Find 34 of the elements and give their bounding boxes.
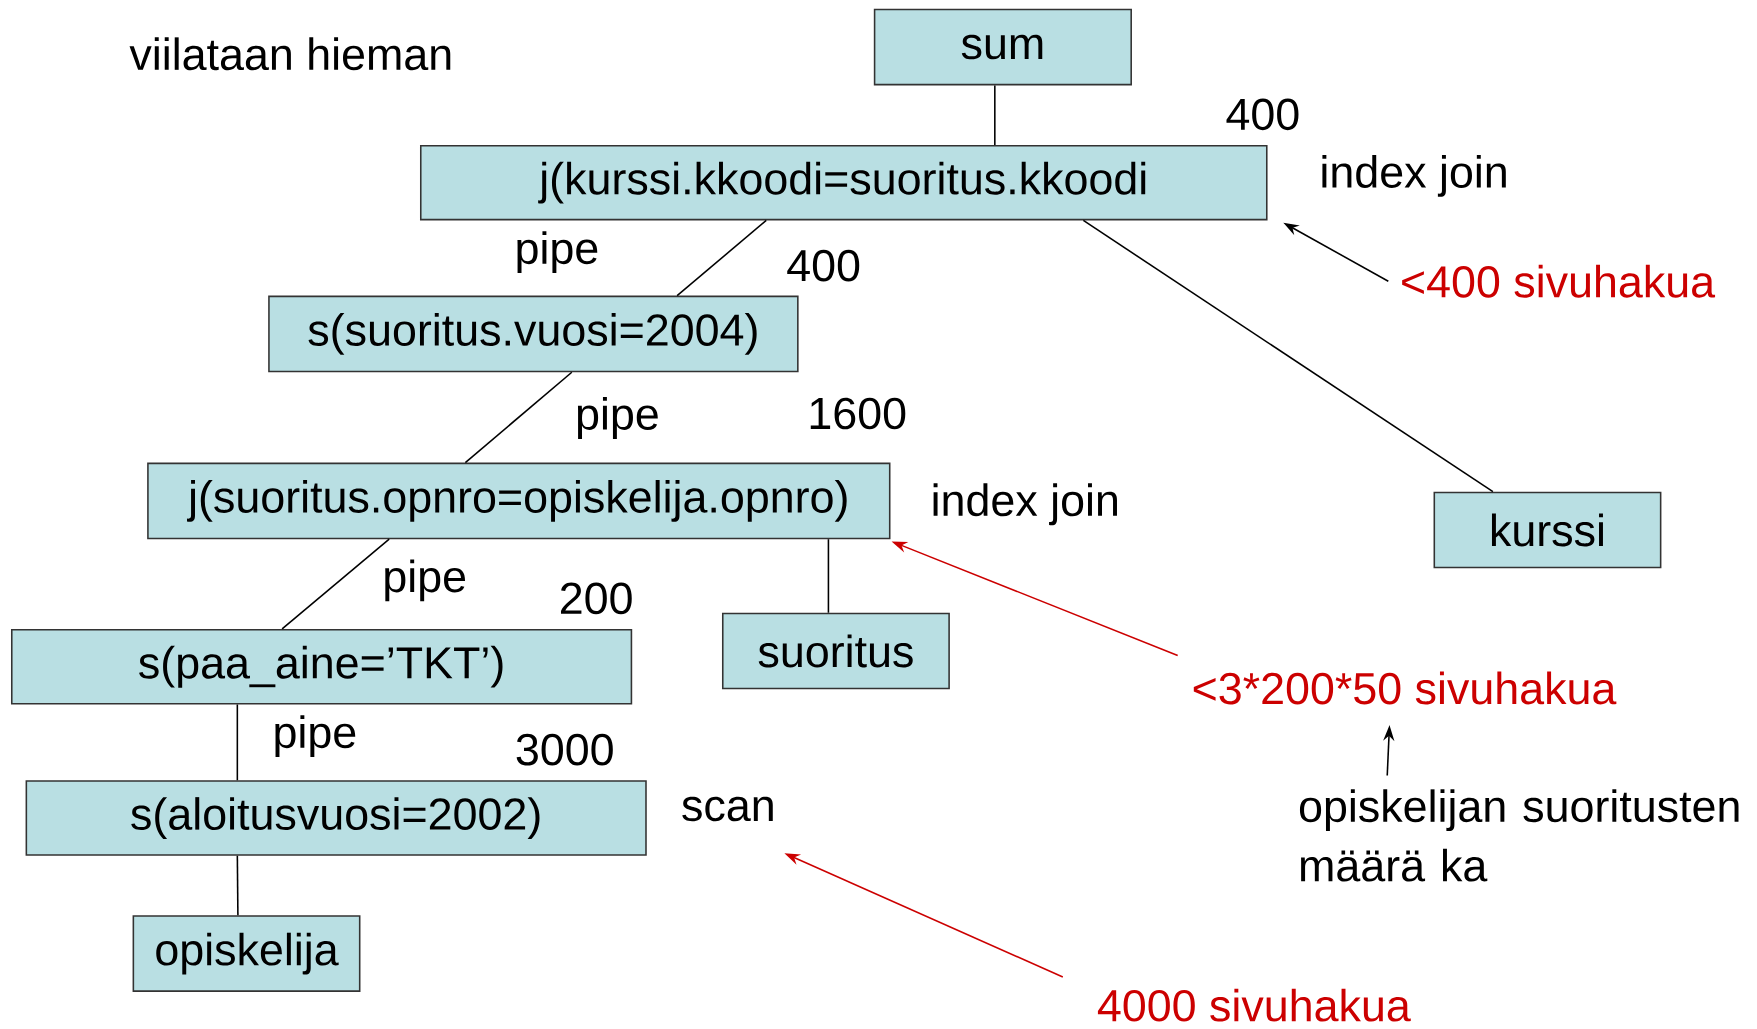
annotation-text: 200 [561, 582, 632, 615]
operator-box: opiskelija [132, 915, 361, 993]
annotation-text: 400 [787, 249, 860, 282]
annotation-text: index join [1322, 155, 1506, 197]
note-text: <400 sivuhakua [1402, 265, 1716, 298]
note-text: <3*200*50 sivuhakua [1193, 671, 1617, 705]
operator-box: sum [873, 8, 1132, 86]
operator-box: s(suoritus.vuosi=2004) [268, 295, 799, 373]
operator-box: s(aloitusvuosi=2002) [25, 780, 647, 856]
edge-label: pipe [572, 395, 663, 442]
note-text: 4000 sivuhakua [1097, 988, 1411, 1022]
operator-box: j(kurssi.kkoodi=suoritus.kkoodi [420, 145, 1268, 221]
tree-line [236, 855, 239, 917]
tree-line [236, 703, 239, 782]
edge-label: pipe [270, 713, 360, 760]
annotation-text: 1600 [810, 397, 906, 430]
note-text: scan [682, 796, 773, 822]
annotation-text: index join [933, 483, 1117, 526]
edge-label: pipe [512, 229, 602, 276]
note-text: opiskelijan suoritusten määrä ka [1299, 789, 1739, 882]
edge-label: pipe [380, 557, 470, 604]
operator-box: suoritus [721, 612, 950, 690]
annotation-text: viilataan hieman [129, 37, 451, 71]
operator-box: s(paa_aine=’TKT’) [11, 629, 633, 705]
annotation-text: 400 [1226, 98, 1299, 131]
tree-line [827, 538, 830, 614]
tree-line [994, 84, 996, 146]
annotation-text: 3000 [516, 733, 613, 766]
tree-line [281, 538, 390, 630]
operator-box: j(suoritus.opnro=opiskelija.opnro) [147, 462, 891, 540]
tree-line [464, 371, 573, 464]
tree-line [1082, 219, 1494, 493]
tree-line [676, 219, 768, 297]
operator-box: kurssi [1433, 491, 1662, 569]
